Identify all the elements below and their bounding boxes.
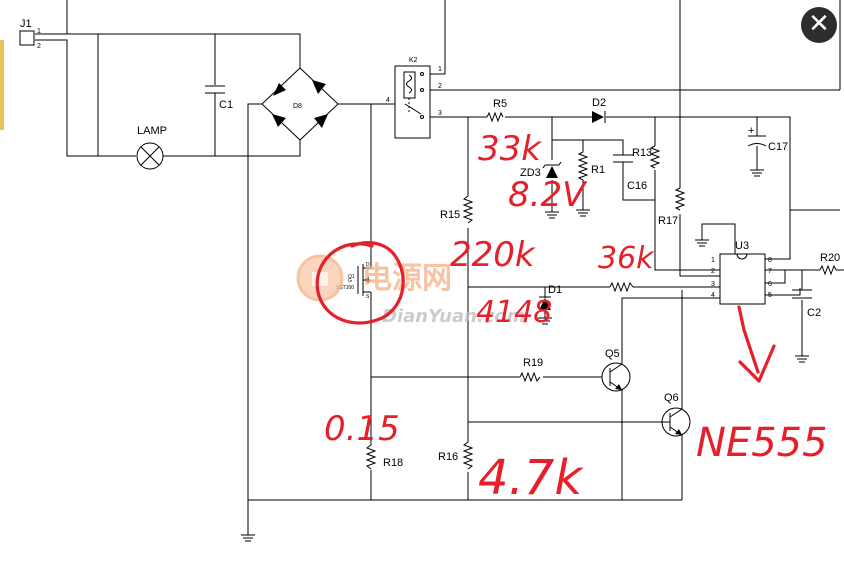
capacitor-c16: C16 xyxy=(613,154,647,192)
resistor-r19: R19 xyxy=(519,357,543,383)
u3-arrow-mark xyxy=(737,305,776,383)
resistor-r17: R17 xyxy=(658,187,686,227)
j1-label: J1 xyxy=(20,18,32,30)
bridge-d8: D8 xyxy=(261,67,339,141)
r13-label: R13 xyxy=(632,147,652,159)
r16-value-note: 4.7k xyxy=(478,450,584,506)
capacitor-c17: + C17 xyxy=(747,125,788,177)
watermark: 电源网 DianYuan.com xyxy=(296,254,526,327)
r36k-value-note: 36k xyxy=(598,241,655,276)
u3-pin5: 5 xyxy=(768,292,772,299)
k2-pin3: 3 xyxy=(438,110,442,117)
zener-zd3: ZD3 xyxy=(520,161,562,219)
resistor-36k xyxy=(609,281,634,293)
d1-label: D1 xyxy=(548,284,562,296)
k2-pin4: 4 xyxy=(386,97,390,104)
resistor-r1: R1 xyxy=(576,151,605,217)
r15-label: R15 xyxy=(440,209,460,221)
u3-pin1: 1 xyxy=(711,257,715,264)
u3-pin7: 7 xyxy=(768,268,772,275)
close-button[interactable]: ✕ xyxy=(801,7,837,43)
k2-pin1: 1 xyxy=(438,66,442,73)
q5-label: Q5 xyxy=(605,348,620,360)
handwritten-annotations: 33k 8.2V 220k 36k 4148 0.15 4.7k NE555 xyxy=(315,129,828,506)
left-edge-strip xyxy=(0,40,4,130)
watermark-cn: 电源网 xyxy=(362,261,452,296)
connector-j1: J1 1 2 xyxy=(19,18,41,50)
r15-value-note: 220k xyxy=(450,235,536,275)
resistor-r20: R20 xyxy=(819,252,840,276)
mosfet-q1: D S G Q1 SST100 xyxy=(336,262,372,300)
q1-circle-mark xyxy=(315,241,405,325)
r5-value-note: 33k xyxy=(478,129,542,169)
r17-label: R17 xyxy=(658,215,678,227)
resistor-r18: R18 xyxy=(365,444,403,470)
j1-pin1: 1 xyxy=(37,28,41,35)
k2-label: K2 xyxy=(409,57,418,64)
transistor-q6: Q6 xyxy=(660,392,691,437)
close-icon[interactable]: ✕ xyxy=(808,9,830,39)
r20-label: R20 xyxy=(820,252,840,264)
c2-label: C2 xyxy=(807,307,821,319)
u3-pin8: 8 xyxy=(768,257,772,264)
q1-pin-g: G xyxy=(348,278,352,284)
q1-pin-s: S xyxy=(366,294,370,300)
c17-label: C17 xyxy=(768,141,788,153)
u3-pin6: 6 xyxy=(768,281,772,288)
zd3-label: ZD3 xyxy=(520,167,541,179)
u3-pin2: 2 xyxy=(711,268,715,275)
q1-part: SST100 xyxy=(336,285,354,291)
d2-label: D2 xyxy=(592,97,606,109)
d1-value-note: 4148 xyxy=(476,295,552,330)
d8-label: D8 xyxy=(293,103,302,110)
r19-label: R19 xyxy=(523,357,543,369)
lamp-label: LAMP xyxy=(137,125,167,137)
c17-plus: + xyxy=(748,125,754,137)
u3-pin4: 4 xyxy=(711,292,715,299)
r18-value-note: 0.15 xyxy=(324,409,400,449)
r5-label: R5 xyxy=(493,98,507,110)
u3-value-note: NE555 xyxy=(696,420,828,466)
q1-pin-d: D xyxy=(366,262,370,268)
ground-main xyxy=(241,534,255,542)
capacitor-c1: C1 xyxy=(205,85,233,111)
u3-label: U3 xyxy=(735,240,749,252)
j1-pin2: 2 xyxy=(37,43,41,50)
resistor-r5: R5 xyxy=(486,98,507,123)
k2-pin2: 2 xyxy=(438,83,442,90)
transistor-q5: Q5 xyxy=(601,348,631,392)
u3-pin3: 3 xyxy=(711,281,715,288)
c1-label: C1 xyxy=(219,99,233,111)
q6-label: Q6 xyxy=(664,392,679,404)
resistor-r13: R13 xyxy=(632,145,661,169)
q1-label: Q1 xyxy=(348,274,355,280)
diode-d2: D2 xyxy=(592,97,606,123)
ic-u3: U3 1 2 3 4 8 7 6 5 xyxy=(695,239,772,305)
zd3-value-note: 8.2V xyxy=(508,175,588,215)
r1-label: R1 xyxy=(591,164,605,176)
resistor-r15: R15 xyxy=(440,195,474,224)
diode-d1: D1 xyxy=(538,284,562,325)
watermark-en: DianYuan.com xyxy=(382,306,526,327)
capacitor-c2: C2 xyxy=(792,289,821,363)
relay-k2: K2 1 2 3 4 xyxy=(386,57,442,139)
wires xyxy=(35,0,844,535)
lamp: LAMP xyxy=(136,125,167,170)
c16-label: C16 xyxy=(627,180,647,192)
r18-label: R18 xyxy=(383,457,403,469)
resistor-r16: R16 xyxy=(438,441,474,470)
r16-label: R16 xyxy=(438,451,458,463)
